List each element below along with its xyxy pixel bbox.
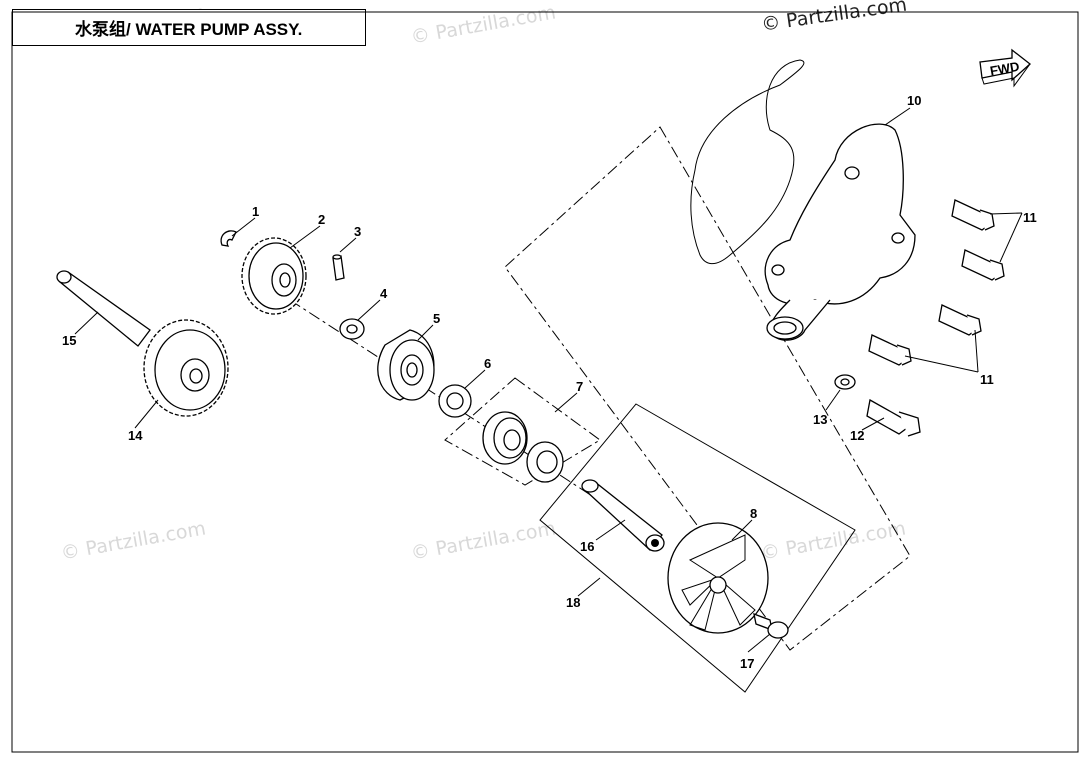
drive-gear xyxy=(143,319,229,417)
axis-line xyxy=(289,299,661,541)
callout-8: 8 xyxy=(750,506,757,521)
callout-16: 16 xyxy=(580,539,594,554)
fwd-arrow-icon: FWD xyxy=(979,48,1032,88)
callout-13: 13 xyxy=(813,412,827,427)
callout-5: 5 xyxy=(433,311,440,326)
impeller-screw xyxy=(753,612,789,639)
callout-11: 11 xyxy=(1023,210,1037,225)
seal-group-outline xyxy=(444,377,601,486)
callout-2: 2 xyxy=(318,212,325,227)
fwd-label: FWD xyxy=(989,59,1021,79)
impeller-group-outline xyxy=(539,403,856,693)
page-title: 水泵组/ WATER PUMP ASSY. xyxy=(12,9,366,46)
bolt xyxy=(866,398,921,437)
pump-cover xyxy=(764,123,916,341)
gasket xyxy=(690,59,805,265)
dowel-pin xyxy=(332,254,345,281)
title-text: 水泵组/ WATER PUMP ASSY. xyxy=(75,20,303,39)
diagram-frame xyxy=(11,11,1079,753)
bolt xyxy=(951,199,995,231)
callout-7: 7 xyxy=(576,379,583,394)
bolt xyxy=(938,304,982,336)
pump-shaft xyxy=(581,479,665,552)
leader-lines xyxy=(74,107,1023,653)
callout-15: 15 xyxy=(62,333,76,348)
impeller xyxy=(667,522,769,634)
callout-1: 1 xyxy=(252,204,259,219)
callout-3: 3 xyxy=(354,224,361,239)
callout-17: 17 xyxy=(740,656,754,671)
pump-cover-group-outline xyxy=(504,126,911,651)
idler-shaft xyxy=(56,270,151,347)
callout-6: 6 xyxy=(484,356,491,371)
callout-18: 18 xyxy=(566,595,580,610)
circlip xyxy=(220,230,237,247)
bearing xyxy=(377,329,435,401)
callout-11: 11 xyxy=(980,372,994,387)
bolt xyxy=(961,249,1005,281)
callout-10: 10 xyxy=(907,93,921,108)
callout-4: 4 xyxy=(380,286,388,301)
small-gear xyxy=(241,237,307,315)
callout-12: 12 xyxy=(850,428,864,443)
bolt xyxy=(868,334,912,366)
callout-14: 14 xyxy=(128,428,143,443)
mechanical-seal xyxy=(482,411,564,483)
